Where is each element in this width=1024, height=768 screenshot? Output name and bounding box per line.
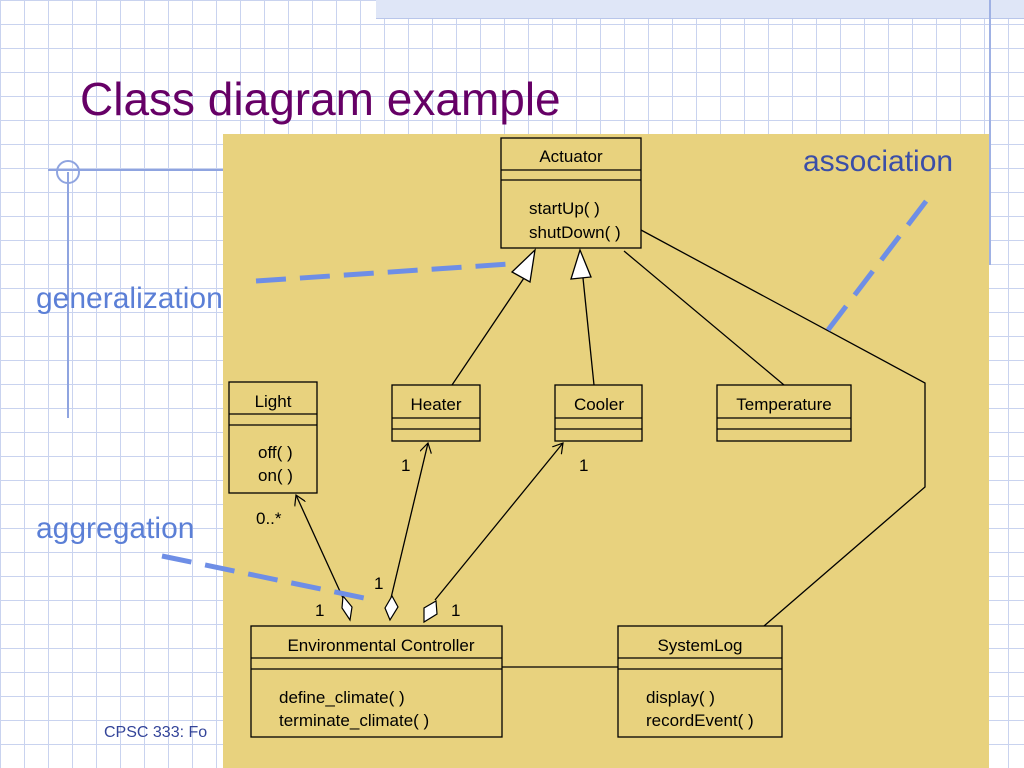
- method: recordEvent( ): [646, 711, 754, 730]
- method: startUp( ): [529, 199, 600, 218]
- class-name: Environmental Controller: [287, 636, 474, 655]
- association-label: association: [803, 145, 954, 178]
- association-edges: [502, 229, 926, 668]
- multiplicity-ctrl-cooler: 1: [451, 601, 460, 620]
- class-name: Actuator: [539, 147, 603, 166]
- multiplicity-heater: 1: [401, 456, 410, 475]
- top-decor-bar: [376, 0, 1024, 19]
- class-light: Light off( ) on( ): [228, 381, 318, 494]
- aggregation-edges: [296, 443, 563, 624]
- multiplicity-cooler: 1: [579, 456, 588, 475]
- method: display( ): [646, 688, 715, 707]
- class-cooler: Cooler: [554, 384, 643, 442]
- method: on( ): [258, 466, 293, 485]
- class-temperature: Temperature: [716, 384, 852, 442]
- class-name: SystemLog: [657, 636, 742, 655]
- method: off( ): [258, 443, 293, 462]
- class-name: Temperature: [736, 395, 831, 414]
- class-systemlog: SystemLog display( ) recordEvent( ): [617, 625, 783, 738]
- class-heater: Heater: [391, 384, 481, 442]
- multiplicity-light: 0..*: [256, 509, 282, 528]
- title-rule: [48, 169, 248, 171]
- annotation-pointers: [161, 194, 932, 601]
- class-environmental-controller: Environmental Controller define_climate(…: [250, 625, 503, 738]
- multiplicity-ctrl-heater: 1: [374, 574, 383, 593]
- class-actuator: Actuator startUp( ) shutDown( ): [500, 137, 642, 249]
- left-decor-line: [67, 172, 69, 418]
- method: shutDown( ): [529, 223, 621, 242]
- slide-footer: CPSC 333: Fo: [104, 724, 208, 741]
- aggregation-label: aggregation: [36, 512, 195, 545]
- method: terminate_climate( ): [279, 711, 429, 730]
- slide-title: Class diagram example: [80, 73, 561, 125]
- generalization-edges: [451, 248, 595, 386]
- decor-circle: [56, 160, 80, 184]
- class-name: Light: [255, 392, 292, 411]
- diagram-panel: [223, 134, 989, 768]
- class-name: Heater: [410, 395, 461, 414]
- class-name: Cooler: [574, 395, 624, 414]
- method: define_climate( ): [279, 688, 405, 707]
- right-decor-line: [989, 0, 991, 265]
- generalization-label: generalization: [36, 282, 223, 315]
- multiplicity-ctrl-light: 1: [315, 601, 324, 620]
